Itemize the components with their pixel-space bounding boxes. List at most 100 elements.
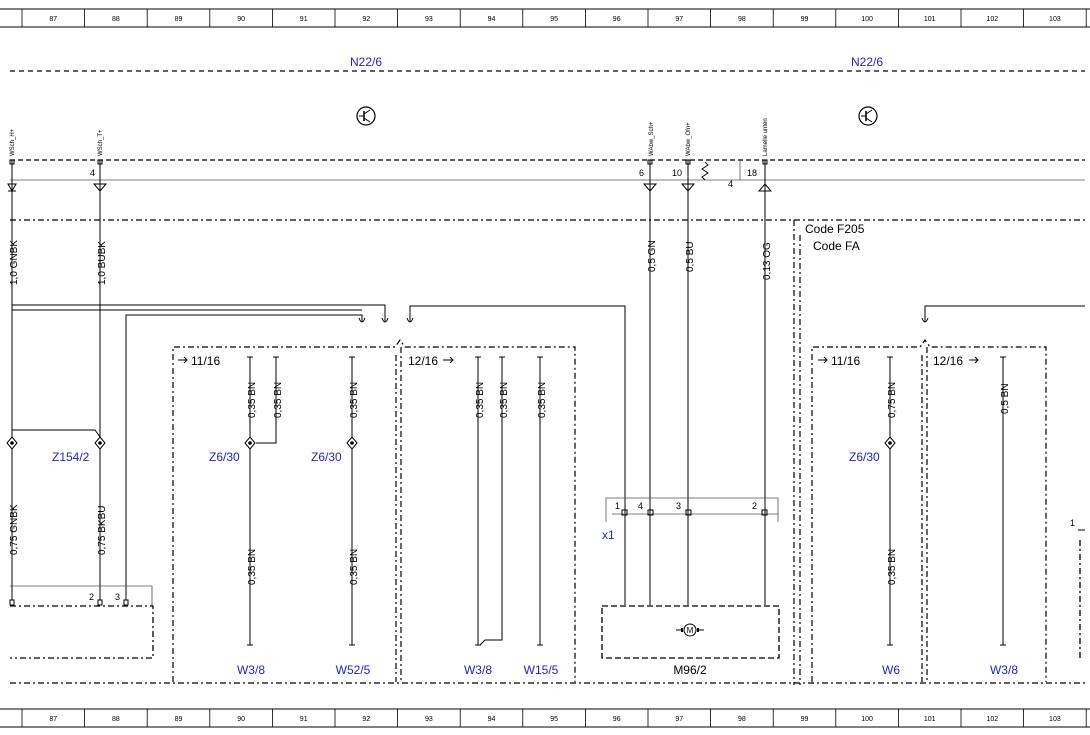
ruler-column-number: 102 bbox=[986, 16, 998, 23]
arrow-right-icon bbox=[969, 356, 979, 364]
connector-pin-1: 1 bbox=[615, 501, 620, 511]
wire-label-bn: 0,75 BN bbox=[887, 382, 898, 418]
ruler-column-number: 100 bbox=[861, 16, 873, 23]
ref-11-16-right: 11/16 bbox=[831, 354, 860, 368]
pin-4-bottom: 4 bbox=[728, 179, 733, 189]
ground-box-1 bbox=[172, 338, 576, 682]
wire-label-bn: 0,35 BN bbox=[537, 382, 548, 418]
ground-w3-8: W3/8 bbox=[464, 663, 492, 677]
code-fa: Code FA bbox=[813, 239, 860, 253]
connector-x1 bbox=[605, 497, 779, 522]
ruler-column-number: 97 bbox=[675, 716, 683, 723]
pin-6: 6 bbox=[639, 168, 644, 178]
signal-wabw-ofn: WAbw_Ofn+ bbox=[686, 122, 692, 156]
ruler-column-number: 96 bbox=[613, 16, 621, 23]
ruler-column-number: 98 bbox=[738, 716, 746, 723]
motor-icon: M bbox=[676, 623, 704, 637]
connector-pin-4: 4 bbox=[638, 501, 643, 511]
wire-label-bn: 0,35 BN bbox=[273, 382, 284, 418]
pin-10: 10 bbox=[672, 168, 682, 178]
feed-lines bbox=[12, 302, 1085, 605]
left-component bbox=[9, 585, 154, 659]
ruler-column-number: 95 bbox=[550, 16, 558, 23]
wire-label-bn: 0,35 BN bbox=[499, 382, 510, 418]
right-component bbox=[1078, 529, 1085, 658]
signal-wsch-t: WSch_T+ bbox=[98, 129, 104, 156]
ruler-column-number: 89 bbox=[175, 16, 183, 23]
ref-12-16-right: 12/16 bbox=[933, 354, 963, 368]
splice-z6-30: Z6/30 bbox=[311, 450, 342, 464]
arrow-right-icon bbox=[443, 356, 454, 364]
arrow-right-icon bbox=[818, 356, 828, 364]
ruler-column-number: 90 bbox=[237, 16, 245, 23]
arrow-right-icon bbox=[178, 356, 188, 364]
motor-label: M96/2 bbox=[673, 663, 707, 677]
signal-lamelle-unten: Lamelle unten bbox=[763, 118, 769, 156]
transistor-icon bbox=[356, 106, 376, 126]
ruler-column-number: 98 bbox=[738, 16, 746, 23]
ruler-column-number: 87 bbox=[49, 16, 57, 23]
ruler-column-number: 93 bbox=[425, 716, 433, 723]
wire-label-bn: 0,35 BN bbox=[247, 549, 258, 585]
ground-w6: W6 bbox=[882, 663, 900, 677]
ruler-column-number: 103 bbox=[1049, 716, 1061, 723]
ruler-column-number: 87 bbox=[49, 716, 57, 723]
ruler-column-number: 88 bbox=[112, 716, 120, 723]
wire-label-bn: 0,35 BN bbox=[349, 382, 360, 418]
connector-pin-3: 3 bbox=[676, 501, 681, 511]
ruler-column-number: 92 bbox=[362, 16, 370, 23]
code-f205: Code F205 bbox=[805, 222, 865, 236]
splice-z6-30: Z6/30 bbox=[209, 450, 240, 464]
motor-box bbox=[601, 605, 780, 659]
pin-terminals bbox=[7, 159, 773, 193]
ground-w52-5: W52/5 bbox=[336, 663, 371, 677]
ruler-column-number: 99 bbox=[801, 716, 809, 723]
ref-12-16-left: 12/16 bbox=[408, 354, 438, 368]
ref-11-16-left: 11/16 bbox=[191, 354, 220, 368]
wire-label-gn: 0,5 GN bbox=[647, 240, 658, 272]
left-pin-2: 2 bbox=[89, 592, 94, 602]
ruler-column-number: 100 bbox=[861, 716, 873, 723]
connector-x1-label: x1 bbox=[602, 528, 615, 542]
splice-z154-2: Z154/2 bbox=[52, 450, 90, 464]
ruler-column-number: 101 bbox=[924, 716, 936, 723]
wire-label-bn: 0,35 BN bbox=[475, 382, 486, 418]
module-label-left: N22/6 bbox=[350, 55, 382, 69]
wire-label-gnbk: 1,0 GNBK bbox=[9, 240, 20, 285]
ruler-column-number: 96 bbox=[613, 716, 621, 723]
ruler-column-number: 101 bbox=[924, 16, 936, 23]
wire-label-bn: 0,35 BN bbox=[887, 549, 898, 585]
ruler-column-number: 94 bbox=[488, 716, 496, 723]
wire-label-bubk: 1,0 BUBK bbox=[97, 241, 108, 285]
module-label-right: N22/6 bbox=[851, 55, 883, 69]
splice-icons bbox=[6, 436, 896, 450]
resistor-icon bbox=[701, 161, 709, 181]
signal-wsch-h: WSch_H+ bbox=[10, 128, 16, 156]
wire-label-gnbk-075: 0,75 GNBK bbox=[9, 504, 20, 555]
ground-w15-5: W15/5 bbox=[524, 663, 559, 677]
ruler-column-number: 90 bbox=[237, 716, 245, 723]
wire-label-bkbu-075: 0,75 BKBU bbox=[97, 506, 108, 555]
ground-wires bbox=[247, 356, 1006, 646]
ruler-column-number: 89 bbox=[175, 716, 183, 723]
signal-wabw-sch: WAbw_Sch+ bbox=[649, 121, 655, 156]
motor-symbol: M bbox=[687, 626, 694, 635]
wire-label-bn: 0,35 BN bbox=[247, 382, 258, 418]
ruler-column-number: 91 bbox=[300, 16, 308, 23]
ruler-column-number: 93 bbox=[425, 16, 433, 23]
wire-label-bu: 0,5 BU bbox=[685, 241, 696, 272]
pin-4-left: 4 bbox=[90, 168, 95, 178]
ruler-column-number: 102 bbox=[986, 716, 998, 723]
wire-label-bn: 0,35 BN bbox=[349, 549, 360, 585]
wire-label-og: 0,13 OG bbox=[762, 242, 773, 280]
transistor-icon bbox=[858, 106, 878, 126]
left-pin-3: 3 bbox=[115, 592, 120, 602]
ruler-column-number: 91 bbox=[300, 716, 308, 723]
ground-w3-8: W3/8 bbox=[990, 663, 1018, 677]
ruler-column-number: 94 bbox=[488, 16, 496, 23]
splice-z6-30: Z6/30 bbox=[849, 450, 880, 464]
connector-pin-2: 2 bbox=[752, 501, 757, 511]
